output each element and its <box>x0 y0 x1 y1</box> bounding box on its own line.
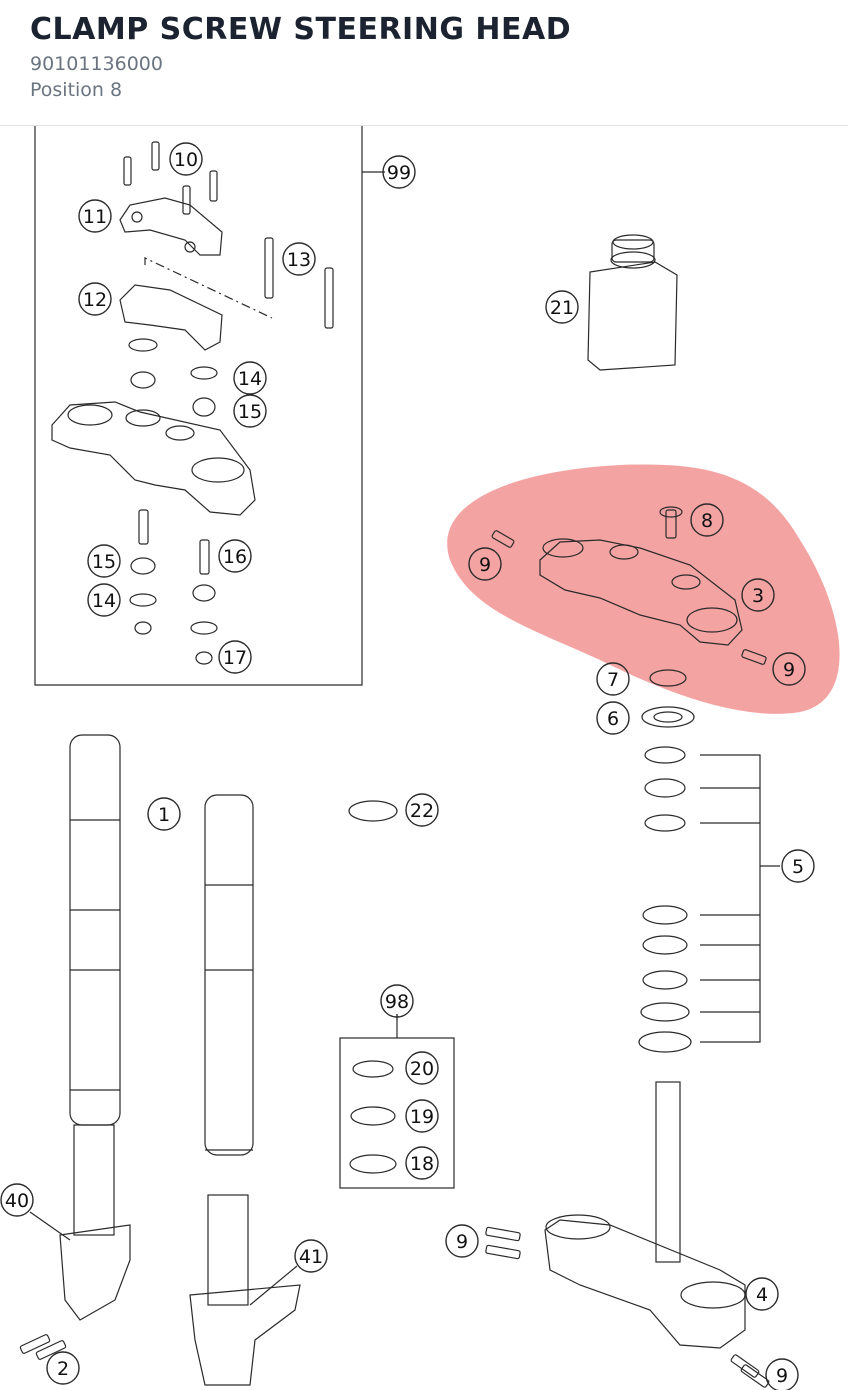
callout-8[interactable]: 8 <box>690 503 724 537</box>
page-header: CLAMP SCREW STEERING HEAD 90101136000 Po… <box>0 0 848 126</box>
part-number: 90101136000 <box>30 53 163 75</box>
leader-lines <box>29 1014 398 1306</box>
callout-16[interactable]: 16 <box>218 539 252 573</box>
svg-text:9: 9 <box>479 554 491 576</box>
svg-text:14: 14 <box>92 590 116 612</box>
callout-21[interactable]: 21 <box>545 290 579 324</box>
callout-40[interactable]: 40 <box>0 1183 34 1217</box>
svg-text:13: 13 <box>287 249 311 271</box>
callout-14[interactable]: 14 <box>87 583 121 617</box>
svg-text:18: 18 <box>410 1153 434 1175</box>
callout-22[interactable]: 22 <box>405 793 439 827</box>
callout-99[interactable]: 99 <box>382 155 416 189</box>
handlebar-clamp-lower <box>119 257 273 351</box>
svg-text:2: 2 <box>57 1358 69 1380</box>
svg-text:3: 3 <box>752 585 764 607</box>
callout-12[interactable]: 12 <box>78 282 112 316</box>
callout-4[interactable]: 4 <box>745 1277 779 1311</box>
bearing-stack <box>638 669 780 1053</box>
svg-text:22: 22 <box>410 800 434 822</box>
kit-99-box <box>34 126 385 686</box>
callout-14[interactable]: 14 <box>233 361 267 395</box>
kit-triple-clamp <box>51 401 256 516</box>
svg-text:6: 6 <box>607 708 619 730</box>
svg-text:19: 19 <box>410 1106 434 1128</box>
svg-text:15: 15 <box>92 551 116 573</box>
svg-text:20: 20 <box>410 1058 434 1080</box>
callout-11[interactable]: 11 <box>78 199 112 233</box>
kit-98-box <box>339 1014 455 1189</box>
svg-text:40: 40 <box>5 1190 29 1212</box>
position-label: Position 8 <box>30 79 123 101</box>
callout-2[interactable]: 2 <box>46 1351 80 1385</box>
callout-6[interactable]: 6 <box>596 701 630 735</box>
svg-text:1: 1 <box>158 804 170 826</box>
upper-triple-clamp <box>491 506 767 665</box>
page-title: CLAMP SCREW STEERING HEAD <box>30 12 572 47</box>
callout-20[interactable]: 20 <box>405 1051 439 1085</box>
callout-3[interactable]: 3 <box>741 578 775 612</box>
callout-1[interactable]: 1 <box>147 797 181 831</box>
fork-leg-right <box>189 794 301 1386</box>
highlight-region <box>447 464 840 714</box>
callout-5[interactable]: 5 <box>781 849 815 883</box>
callout-7[interactable]: 7 <box>596 662 630 696</box>
svg-text:41: 41 <box>299 1246 323 1268</box>
svg-text:7: 7 <box>607 669 619 691</box>
callout-13[interactable]: 13 <box>282 242 316 276</box>
callout-15[interactable]: 15 <box>233 394 267 428</box>
callout-98[interactable]: 98 <box>380 984 414 1018</box>
callout-9[interactable]: 9 <box>772 652 806 686</box>
callout-18[interactable]: 18 <box>405 1146 439 1180</box>
callout-9[interactable]: 9 <box>765 1358 799 1390</box>
svg-text:16: 16 <box>223 546 247 568</box>
svg-text:21: 21 <box>550 297 574 319</box>
svg-text:9: 9 <box>783 659 795 681</box>
callout-15[interactable]: 15 <box>87 544 121 578</box>
svg-text:17: 17 <box>223 647 247 669</box>
svg-text:4: 4 <box>756 1284 768 1306</box>
fork-leg-left <box>59 734 131 1321</box>
svg-text:9: 9 <box>776 1365 788 1387</box>
callout-41[interactable]: 41 <box>294 1239 328 1273</box>
callout-9[interactable]: 9 <box>445 1224 479 1258</box>
svg-text:11: 11 <box>83 206 107 228</box>
svg-text:14: 14 <box>238 368 262 390</box>
handlebar-bolts <box>123 141 334 329</box>
callout-9[interactable]: 9 <box>468 547 502 581</box>
svg-text:5: 5 <box>792 856 804 878</box>
oil-can <box>587 234 678 371</box>
o-ring <box>348 800 398 822</box>
svg-text:12: 12 <box>83 289 107 311</box>
svg-text:99: 99 <box>387 162 411 184</box>
callout-10[interactable]: 10 <box>169 142 203 176</box>
lower-triple-clamp <box>485 1081 746 1349</box>
callout-19[interactable]: 19 <box>405 1099 439 1133</box>
svg-text:15: 15 <box>238 401 262 423</box>
svg-text:98: 98 <box>385 991 409 1013</box>
handlebar-clamp-upper <box>119 197 223 256</box>
kit-washers <box>128 338 218 665</box>
svg-text:8: 8 <box>701 510 713 532</box>
svg-text:10: 10 <box>174 149 198 171</box>
callout-17[interactable]: 17 <box>218 640 252 674</box>
svg-text:9: 9 <box>456 1231 468 1253</box>
bolts-bottom <box>19 1334 770 1388</box>
